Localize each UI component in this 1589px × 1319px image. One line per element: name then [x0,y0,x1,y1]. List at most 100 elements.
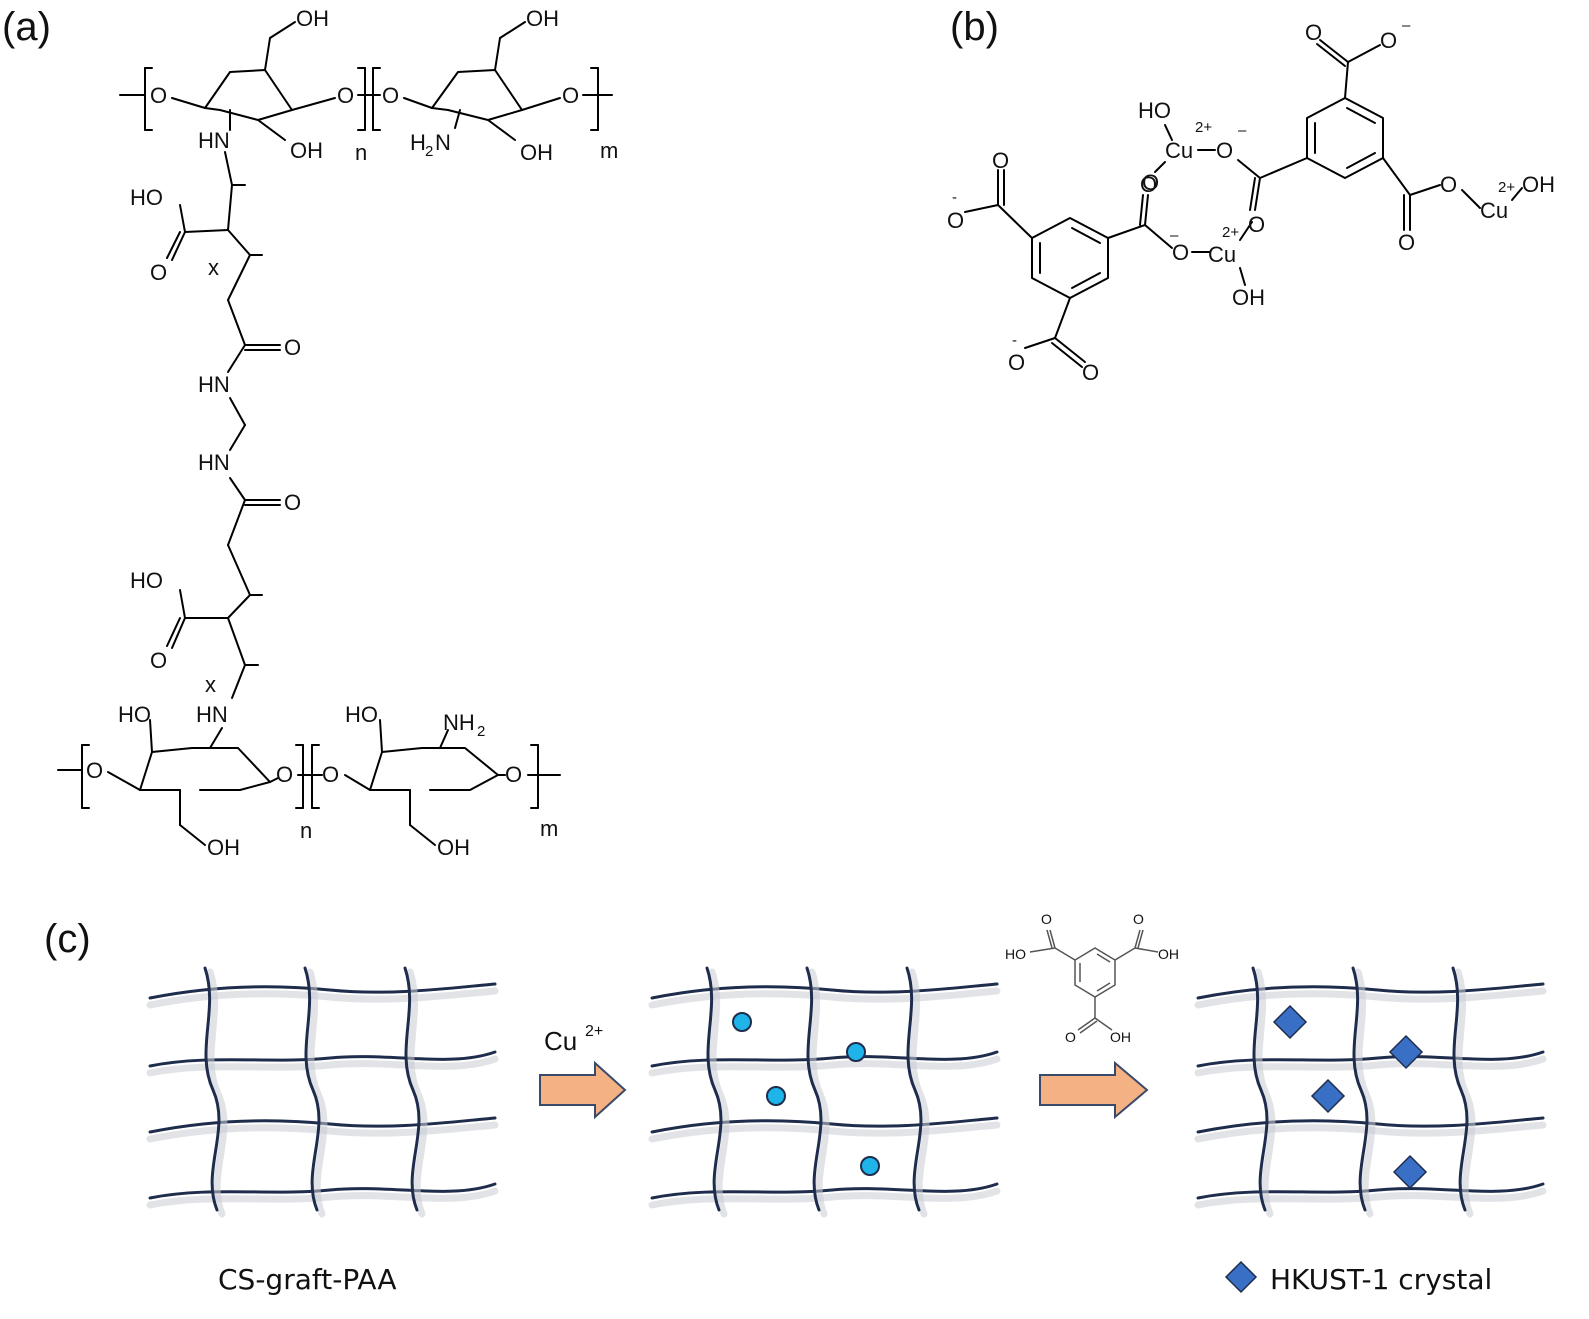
network-strand [1254,968,1276,1218]
atom-o: O [1140,172,1157,197]
network-with-cu-ions [648,966,1001,1218]
atom-o: O [1008,350,1025,375]
chain-x-subscript: x [205,672,216,697]
subscript-n: n [300,818,312,843]
network-strand [1194,987,1547,1009]
subscript-m: m [540,816,558,841]
atom-o: O [337,83,354,108]
network-strand [650,1116,999,1134]
panel-b-cu-btc-structure: O O - O O - O O – Cu 2+ OH HO Cu 2+ O – … [947,17,1555,385]
copper-atom: Cu [1480,198,1508,223]
network-strand [146,1187,499,1209]
network-strand [406,968,428,1218]
atom-hn: HN [198,372,230,397]
network-strand [1251,966,1269,1212]
charge-minus: – [1170,227,1179,244]
network-strand [705,966,723,1212]
copper-atom: Cu [1208,242,1236,267]
hkust1-crystal [1392,1154,1428,1190]
network-strand [905,966,923,1212]
atom-o: O [1172,240,1189,265]
network-strand [206,968,228,1218]
btc-atom-ho: HO [1005,946,1026,962]
atom-ho: HO [345,702,378,727]
network-strand [1354,968,1376,1218]
hkust1-crystals [1272,1004,1428,1190]
network-strand [648,987,1001,1009]
atom-nh2-sub: 2 [477,723,485,740]
panel-label-a: (a) [2,5,51,49]
atom-o: O [1305,20,1322,45]
atom-oh: OH [290,138,323,163]
atom-oh: OH [526,6,559,31]
network-strand [146,987,499,1009]
atom-o: O [992,148,1009,173]
atom-o: O [1248,212,1265,237]
atom-o: O [276,762,293,787]
atom-o: O [150,83,167,108]
paa-crosslinker-chain: HO O x O HN HN O [130,151,301,727]
atom-oh: OH [1232,285,1265,310]
atom-o: O [150,648,167,673]
network-strand [1351,966,1369,1212]
network-strand [146,1121,499,1143]
network-strand [1196,1116,1545,1134]
btc-atom-o: O [1133,911,1144,927]
charge-minus: – [1402,17,1411,34]
network-strand [1454,968,1476,1218]
panel-a-structure: O OH O HN OH n O [57,6,618,860]
atom-oh: OH [520,140,553,165]
atom-ho: HO [118,702,151,727]
top-right-glucosamine-unit: O OH O H 2 N OH m [364,6,618,165]
atom-o: O [1216,138,1233,163]
atom-o: O [1398,230,1415,255]
atom-nh2-n: NH [443,710,475,735]
cu-ion-dot [846,1042,866,1062]
atom-oh: OH [437,835,470,860]
network-strand [908,968,930,1218]
charge-minus: – [1238,122,1247,139]
network-strand [1451,966,1469,1212]
atom-o: O [322,762,339,787]
arrow-step-2 [1039,1060,1149,1120]
network-strand [708,968,730,1218]
subscript-m: m [600,138,618,163]
atom-amide-o: O [284,490,301,515]
atom-o: O [86,758,103,783]
atom-hn: HN [196,702,228,727]
atom-hn: HN [198,450,230,475]
btc-linker-molecule: O HO O OH O OH [1005,911,1179,1045]
atom-o: O [1380,28,1397,53]
atom-ho: HO [130,185,163,210]
chain-x-subscript: x [208,255,219,280]
btc-atom-oh: OH [1110,1029,1131,1045]
network-strand [1196,1182,1545,1200]
panel-c-synthesis-scheme: Cu 2+ O HO O OH O O [146,911,1547,1296]
network-strand [1196,982,1545,1000]
atom-oh: OH [207,835,240,860]
panel-label-c: (c) [44,917,91,961]
network-strand [148,982,497,1000]
hkust1-crystal [1310,1078,1346,1114]
network-strand [148,1182,497,1200]
network-with-hkust1 [1194,966,1547,1218]
left-benzene-ring [1031,217,1109,299]
network-strand [303,966,321,1212]
atom-oh: OH [1522,172,1555,197]
network-strand [1194,1121,1547,1143]
network-strand [650,1182,999,1200]
atom-h2n-sub: 2 [425,143,433,160]
atom-o: O [382,83,399,108]
atom-ho: HO [1138,98,1171,123]
network-strand [148,1116,497,1134]
cu-ion-dot [766,1086,786,1106]
subscript-n: n [355,140,367,165]
copper-charge: 2+ [1195,119,1212,136]
cu-ion-dot [860,1156,880,1176]
atom-o: O [1440,172,1457,197]
btc-atom-o: O [1065,1029,1076,1045]
atom-o: O [1142,170,1159,195]
network-strand [1194,1187,1547,1209]
network-strand [648,1121,1001,1143]
